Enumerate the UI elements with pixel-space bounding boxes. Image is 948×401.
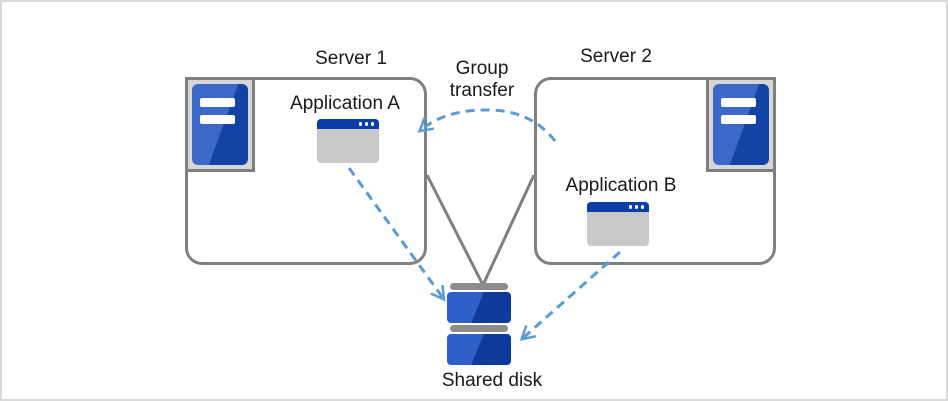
app-window-dots	[358, 122, 374, 126]
server-icon	[706, 77, 776, 172]
app-window-icon	[587, 202, 649, 246]
disk-cap	[450, 283, 508, 290]
server-slot	[721, 98, 756, 107]
disk-body	[447, 334, 511, 365]
connector-line-server1-disk	[425, 174, 485, 286]
server-slot	[200, 98, 235, 107]
group-transfer-label: Group transfer	[449, 58, 515, 101]
server-icon-body	[713, 84, 769, 165]
app-window-icon	[317, 119, 379, 163]
server-icon-body	[192, 84, 248, 165]
server-slot	[721, 115, 756, 124]
application-a-label: Application A	[290, 93, 400, 114]
app-window-dots	[628, 205, 644, 209]
application-b-label: Application B	[565, 175, 677, 196]
app-window-titlebar	[317, 119, 379, 129]
app-window-titlebar	[587, 202, 649, 212]
disk-cap	[450, 325, 508, 332]
server-icon	[185, 77, 255, 172]
disk-body	[447, 292, 511, 323]
server1-label: Server 1	[315, 48, 387, 69]
shared-disk-label: Shared disk	[441, 370, 543, 391]
shared-disk-icon	[447, 283, 511, 365]
server2-label: Server 2	[580, 46, 652, 67]
server-slot	[200, 115, 235, 124]
